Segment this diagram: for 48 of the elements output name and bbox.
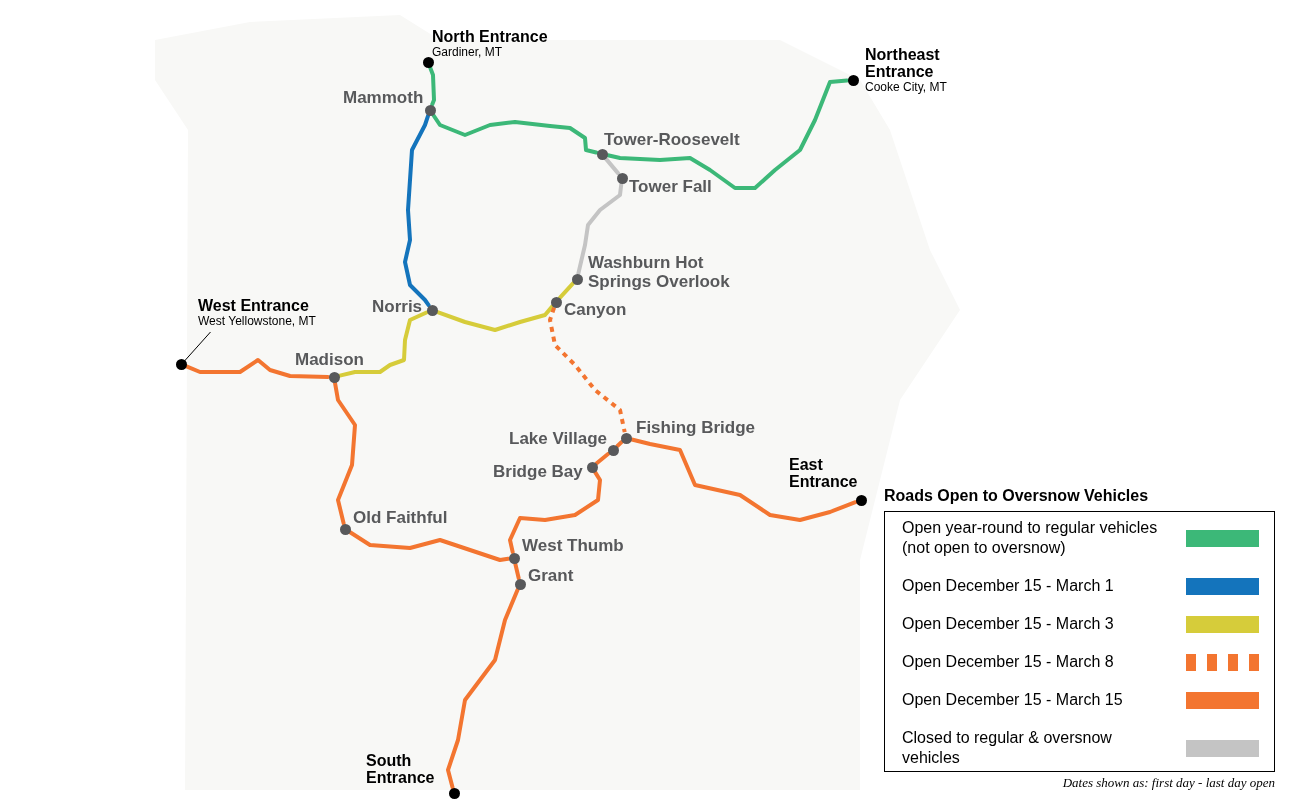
- road-line: [446, 587, 520, 790]
- place-name: Old Faithful: [353, 508, 448, 527]
- road-line: [615, 440, 624, 448]
- road-line: [508, 470, 602, 555]
- road-line: [428, 65, 436, 107]
- road-line: [184, 358, 330, 379]
- road-line: [435, 304, 555, 332]
- road-line: [337, 310, 429, 378]
- road-line: [548, 307, 627, 433]
- legend-text: Open year-round to regular vehicles (not open to oversnow): [902, 518, 1159, 558]
- road-line: [348, 530, 511, 562]
- road-line: [605, 78, 849, 190]
- place-name: Canyon: [564, 300, 627, 319]
- place-name: Tower-Roosevelt: [604, 130, 740, 149]
- place-name: West Thumb: [522, 536, 624, 555]
- place-name: Norris: [372, 297, 423, 316]
- place-name: Fishing Bridge: [636, 418, 755, 437]
- place-name: Madison: [295, 350, 364, 369]
- footnote: Dates shown as: first day - last day open: [1062, 775, 1275, 791]
- legend-text: Open December 15 - March 3: [902, 614, 1115, 634]
- place-name: Washburn Hot Springs Overlook: [588, 253, 731, 291]
- legend-text: Open December 15 - March 8: [902, 652, 1115, 672]
- place-name: Bridge Bay: [493, 462, 583, 481]
- entrance-name: South Entrance: [366, 752, 436, 786]
- place-name: Mammoth: [343, 88, 424, 107]
- place-name: Tower Fall: [629, 177, 712, 196]
- place-name: Grant: [528, 566, 574, 585]
- entrance-name: West Entrance: [198, 297, 310, 314]
- entrance-name: Northeast Entrance: [865, 46, 941, 80]
- town-name: Gardiner, MT: [432, 45, 504, 59]
- place-name: Lake Village: [509, 429, 607, 448]
- legend-title: Roads Open to Oversnow Vehicles: [884, 487, 1149, 505]
- legend-text: Open December 15 - March 15: [902, 690, 1124, 710]
- road-line: [603, 156, 621, 176]
- town-name: West Yellowstone, MT: [198, 314, 316, 328]
- legend-text: Open December 15 - March 1: [902, 576, 1115, 596]
- legend-text: Closed to regular & oversnow vehicles: [902, 728, 1113, 768]
- road-line: [403, 113, 431, 308]
- road-line: [513, 561, 521, 581]
- road-line: [594, 451, 611, 466]
- town-name: Cooke City, MT: [865, 80, 948, 94]
- road-line: [431, 113, 599, 155]
- entrance-name: North Entrance: [432, 28, 548, 45]
- road-line: [576, 182, 624, 276]
- road-line: [629, 437, 858, 522]
- road-line: [333, 380, 357, 526]
- entrance-name: East Entrance: [789, 456, 859, 490]
- road-line: [558, 281, 575, 300]
